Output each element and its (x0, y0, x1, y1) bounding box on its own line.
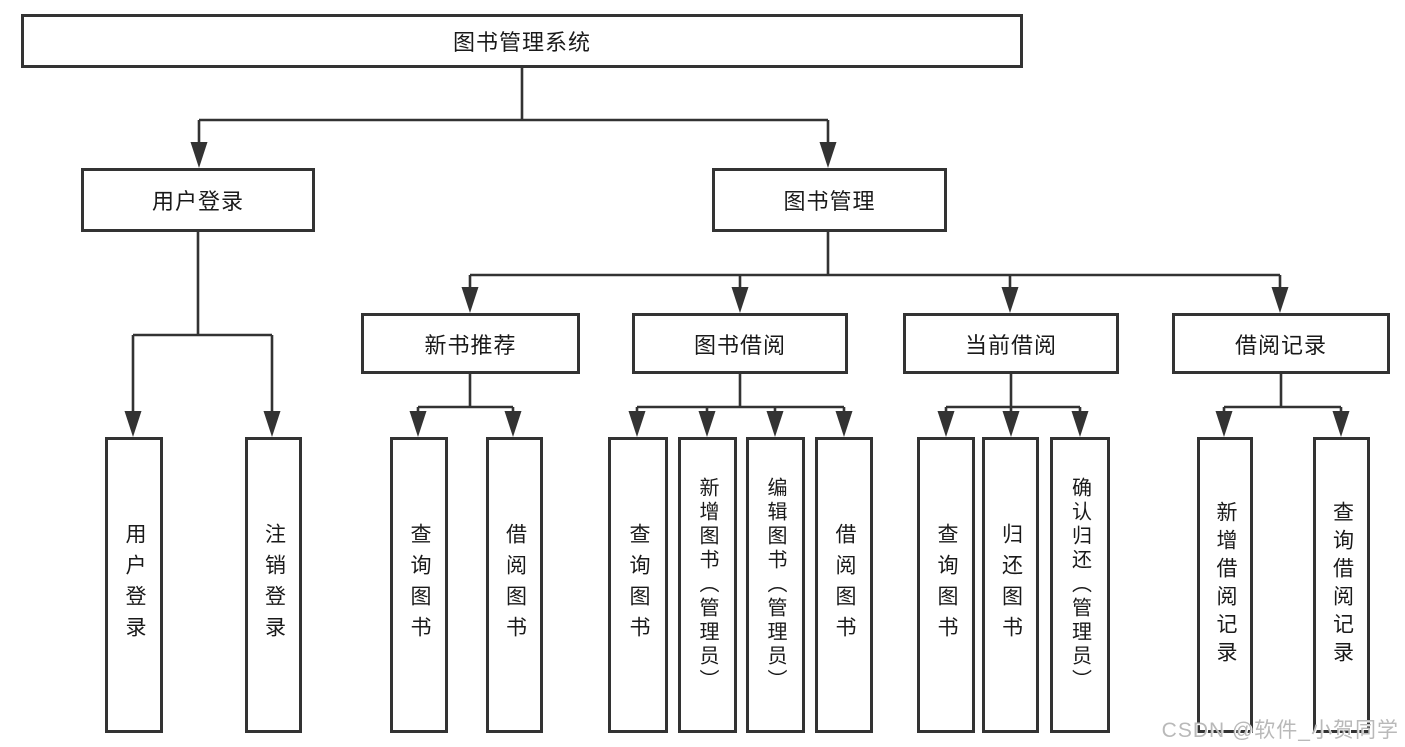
node-label: 确认归还（管理员） (1068, 477, 1091, 693)
node-current-borrow: 当前借阅 (903, 313, 1119, 374)
node-label: 用户登录 (123, 523, 146, 647)
leaf-borrow-query-books: 查询图书 (608, 437, 668, 733)
node-book-management: 图书管理 (712, 168, 947, 232)
leaf-logout: 注销登录 (245, 437, 302, 733)
leaf-borrow-borrow-books: 借阅图书 (815, 437, 873, 733)
node-label: 借阅记录 (1234, 332, 1327, 358)
node-label: 编辑图书（管理员） (764, 477, 786, 693)
node-label: 查询图书 (627, 523, 650, 647)
node-label: 图书管理 (783, 189, 876, 214)
leaf-recommend-query-books: 查询图书 (390, 437, 448, 733)
arrowheads (124, 142, 1350, 437)
leaf-current-query-books: 查询图书 (917, 437, 975, 733)
node-label: 新增借阅记录 (1214, 501, 1237, 669)
leaf-user-login: 用户登录 (105, 437, 163, 733)
leaf-borrow-add-books-admin: 新增图书（管理员） (678, 437, 737, 733)
node-user-login: 用户登录 (81, 168, 315, 232)
node-label: 新增图书（管理员） (696, 477, 718, 693)
node-new-book-recommend: 新书推荐 (361, 313, 580, 374)
leaf-records-add-record: 新增借阅记录 (1197, 437, 1253, 733)
node-label: 查询图书 (935, 523, 958, 647)
leaf-borrow-edit-books-admin: 编辑图书（管理员） (746, 437, 805, 733)
node-borrow-records: 借阅记录 (1172, 313, 1390, 374)
node-root-library-management-system: 图书管理系统 (21, 14, 1023, 68)
node-label: 注销登录 (262, 523, 286, 647)
node-label: 借阅图书 (833, 523, 856, 647)
node-label: 当前借阅 (964, 332, 1057, 358)
node-label: 图书管理系统 (452, 30, 591, 55)
node-label: 查询借阅记录 (1330, 501, 1354, 669)
node-label: 图书借阅 (693, 332, 786, 358)
leaf-current-confirm-return-admin: 确认归还（管理员） (1050, 437, 1110, 733)
leaf-current-return-books: 归还图书 (982, 437, 1039, 733)
node-label: 新书推荐 (424, 332, 517, 358)
node-book-borrow: 图书借阅 (632, 313, 848, 374)
leaf-records-query-record: 查询借阅记录 (1313, 437, 1370, 733)
node-label: 归还图书 (999, 523, 1023, 647)
node-label: 用户登录 (151, 189, 244, 214)
node-label: 借阅图书 (503, 523, 527, 647)
leaf-recommend-borrow-books: 借阅图书 (486, 437, 543, 733)
node-label: 查询图书 (408, 523, 431, 647)
